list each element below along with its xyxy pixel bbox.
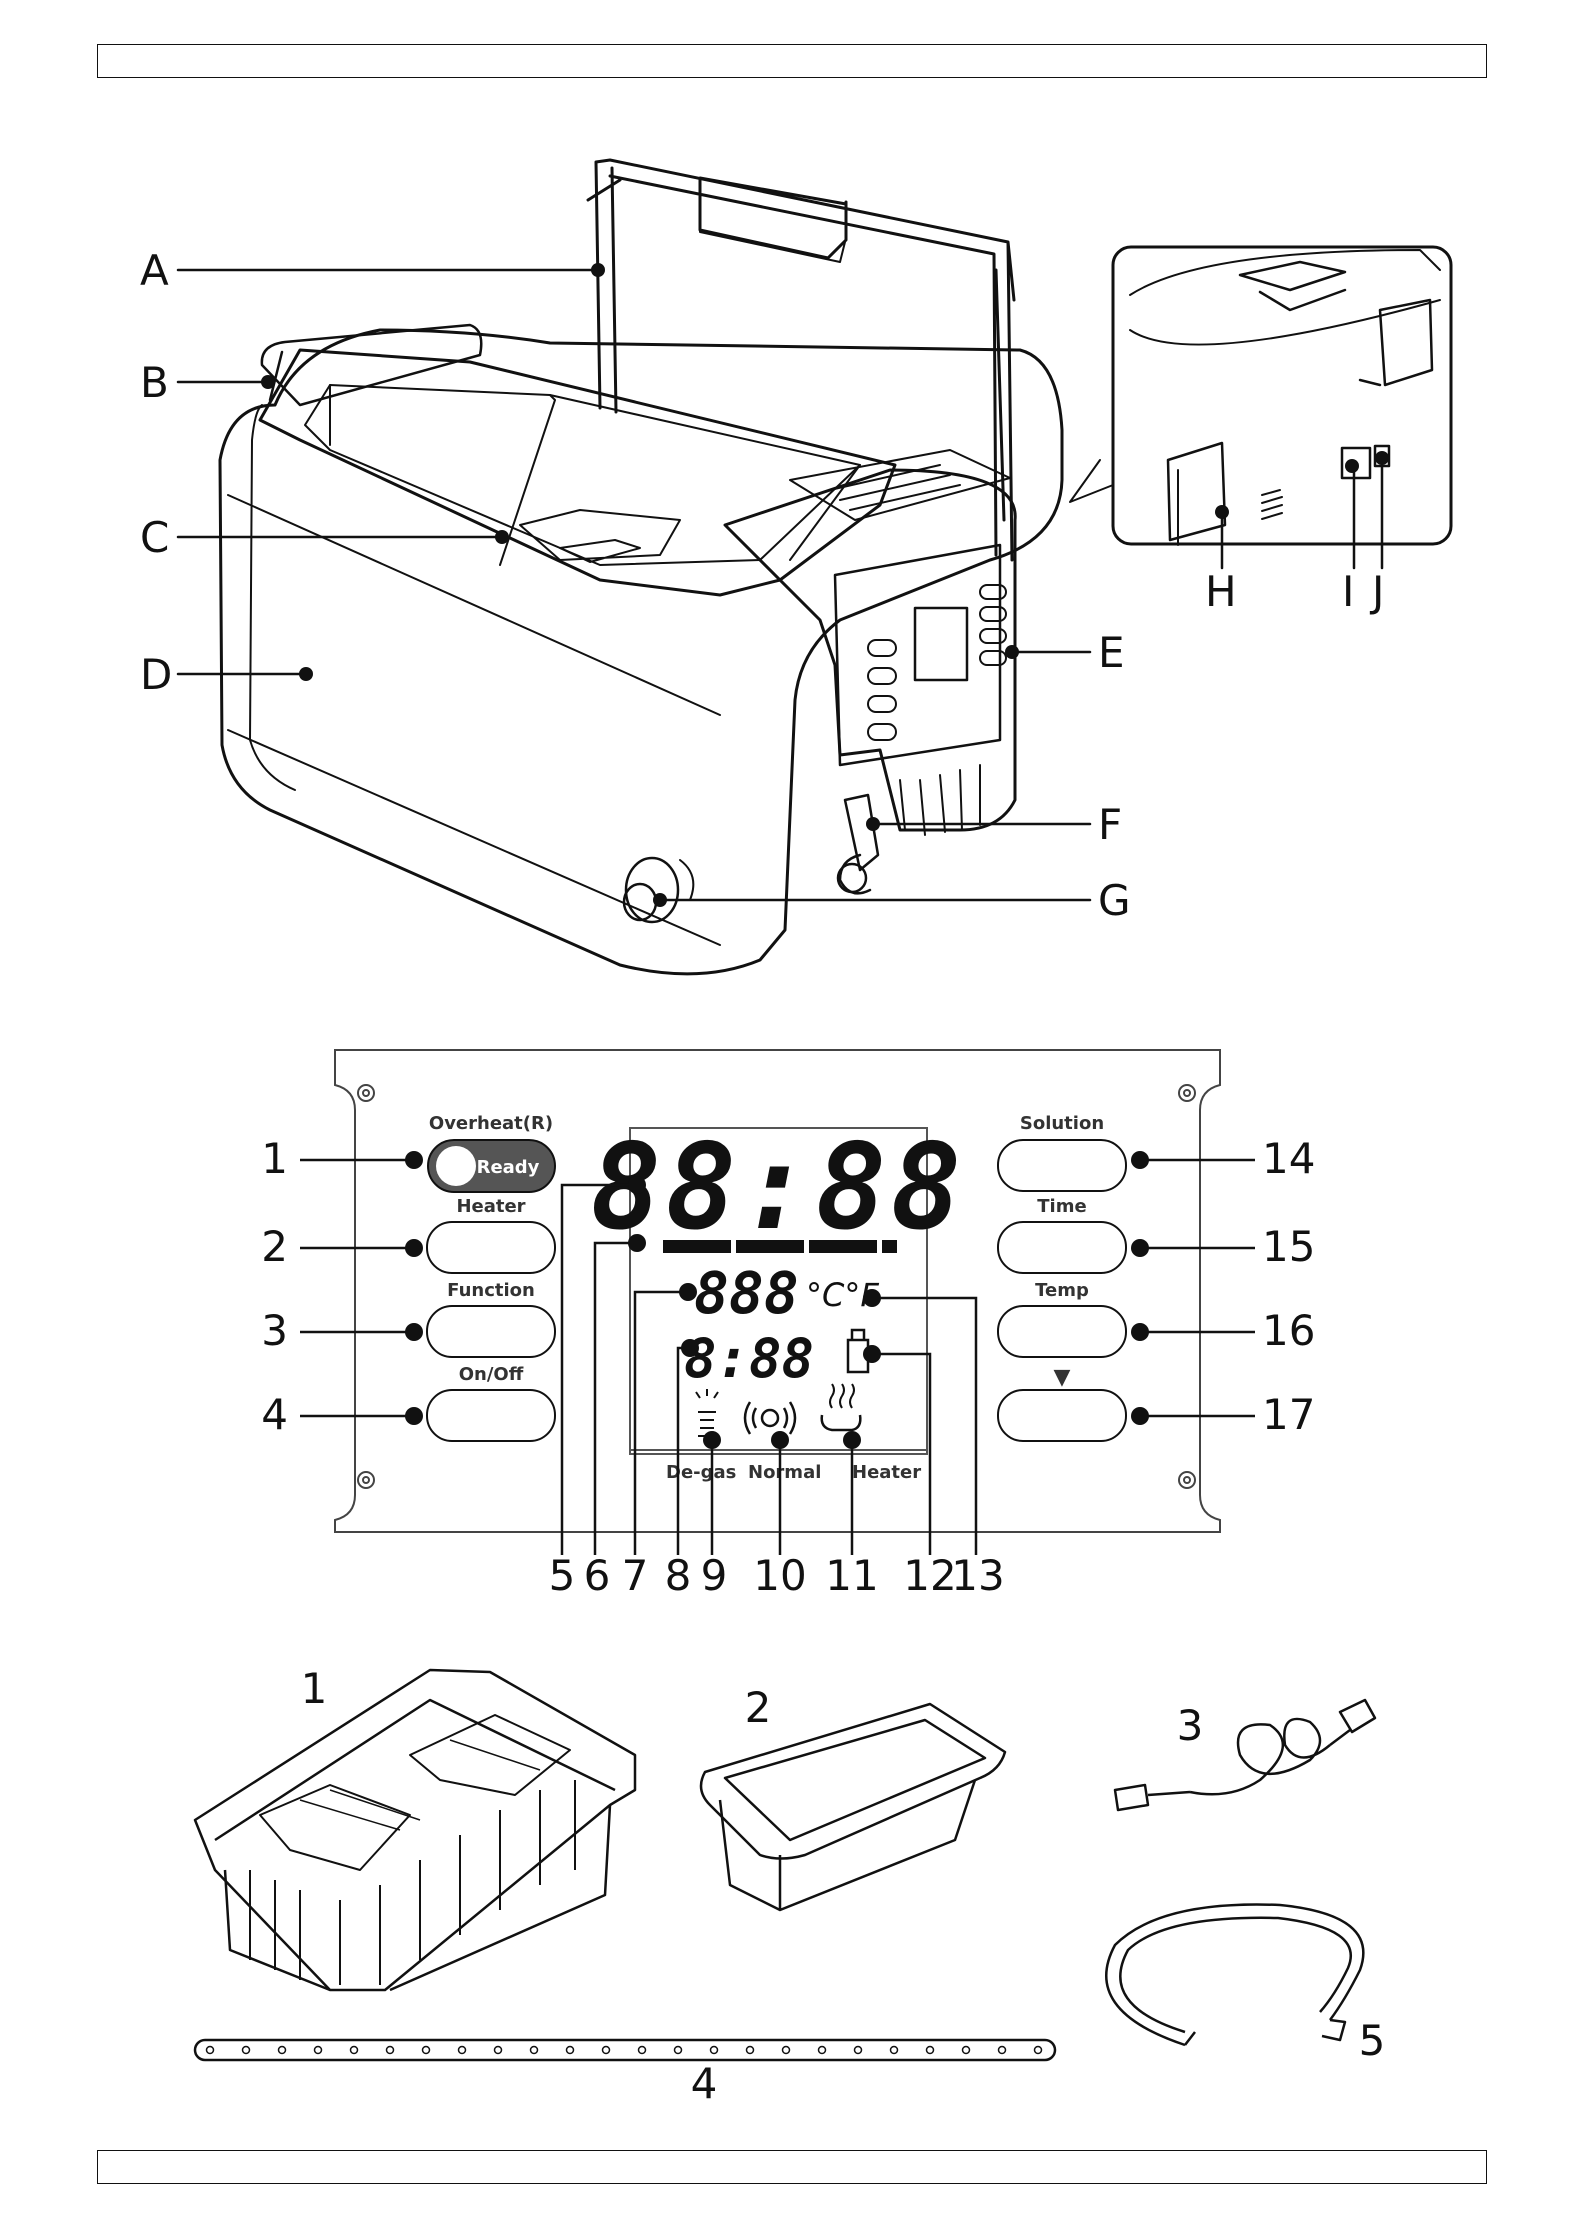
solution-button[interactable] (998, 1140, 1126, 1191)
heater-mode-icon (822, 1384, 861, 1430)
on-off-button[interactable] (427, 1390, 555, 1441)
callout-h: H (1205, 567, 1237, 616)
accessory-callout-2: 2 (745, 1683, 772, 1732)
rear-inset-illustration (1070, 247, 1451, 545)
lcd-time-digits: 8:88 (684, 1327, 814, 1390)
overheat-label: Overheat(R) (429, 1113, 553, 1134)
callout-g: G (1098, 876, 1131, 925)
function-button[interactable] (427, 1306, 555, 1357)
drain-hose-icon (1106, 1905, 1363, 2046)
accessory-callout-1: 1 (301, 1664, 328, 1713)
normal-label: Normal (748, 1462, 821, 1483)
normal-mode-icon (745, 1402, 795, 1434)
power-cord-icon (1115, 1700, 1375, 1810)
degas-label: De-gas (666, 1462, 736, 1483)
solution-label: Solution (1020, 1113, 1104, 1134)
callout-i: I (1342, 567, 1354, 616)
temp-button[interactable] (998, 1306, 1126, 1357)
time-label: Time (1037, 1196, 1086, 1217)
panel-callout-10: 10 (753, 1551, 806, 1600)
cleaner-overview-drawing (220, 160, 1062, 974)
function-label: Function (447, 1280, 535, 1301)
beaker-tray-icon (701, 1704, 1005, 1910)
panel-callout-12: 12 (903, 1551, 956, 1600)
display-window-illustration (915, 608, 967, 680)
callout-c: C (140, 513, 169, 562)
degas-icon (696, 1389, 718, 1436)
callout-f: F (1098, 800, 1122, 849)
panel-callout-6: 6 (584, 1551, 611, 1600)
down-arrow-icon: ▼ (1054, 1365, 1071, 1390)
panel-callout-17: 17 (1262, 1390, 1315, 1439)
heater-button[interactable] (427, 1222, 555, 1273)
accessory-callout-5: 5 (1359, 2016, 1386, 2065)
panel-callout-3: 3 (261, 1306, 288, 1355)
basket-icon (195, 1670, 635, 1990)
ready-label: Ready (477, 1157, 540, 1178)
panel-callout-8: 8 (665, 1551, 692, 1600)
on-off-label: On/Off (459, 1364, 524, 1385)
panel-callout-4: 4 (261, 1390, 288, 1439)
callout-d: D (140, 650, 172, 699)
panel-callout-9: 9 (701, 1551, 728, 1600)
temp-label: Temp (1035, 1280, 1089, 1301)
accessory-callout-4: 4 (691, 2059, 718, 2108)
callout-j: J (1369, 567, 1384, 616)
lcd-temp-digits: 888 (694, 1259, 799, 1327)
panel-callout-13: 13 (951, 1551, 1004, 1600)
callout-e: E (1098, 628, 1125, 677)
panel-callout-2: 2 (261, 1222, 288, 1271)
lcd-main-digits: 88:88 (590, 1118, 965, 1256)
port-h-illustration (1168, 443, 1225, 540)
panel-callout-1: 1 (261, 1134, 288, 1183)
callout-a: A (140, 246, 169, 295)
handle-b-illustration (262, 325, 481, 405)
accessory-callout-3: 3 (1177, 1701, 1204, 1750)
lcd-progress-bar (663, 1240, 897, 1253)
panel-callout-7: 7 (622, 1551, 649, 1600)
callout-b: B (140, 358, 169, 407)
timer-knob-illustration (624, 858, 693, 922)
panel-callout-11: 11 (825, 1551, 878, 1600)
panel-callout-16: 16 (1262, 1306, 1315, 1355)
down-arrow-button[interactable] (998, 1390, 1126, 1441)
control-panel-diagram: Overheat(R) Ready Heater Function On/Off… (261, 1050, 1315, 1600)
time-button[interactable] (998, 1222, 1126, 1273)
panel-callout-14: 14 (1262, 1134, 1315, 1183)
panel-callout-15: 15 (1262, 1222, 1315, 1271)
control-housing-illustration (725, 470, 1015, 830)
tub-body-illustration (220, 330, 1062, 974)
drain-knob-illustration (840, 795, 878, 893)
panel-callout-5: 5 (549, 1551, 576, 1600)
heater-label: Heater (456, 1196, 525, 1217)
heater-mode-label: Heater (852, 1462, 921, 1483)
